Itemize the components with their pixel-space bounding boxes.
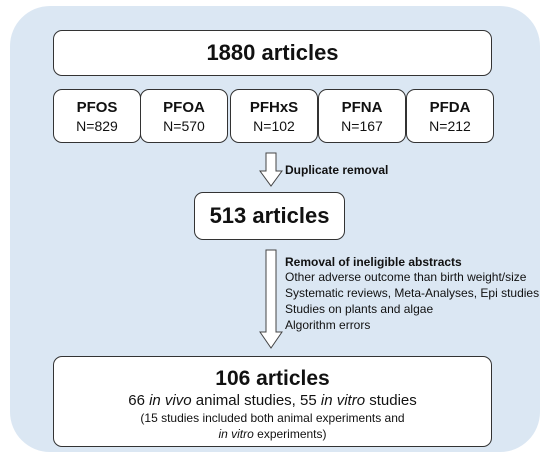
down-arrow-icon: [259, 152, 283, 187]
compound-name: PFHxS: [249, 99, 299, 116]
study-breakdown: 66 in vivo animal studies, 55 in vitro s…: [54, 391, 491, 410]
list-item: Studies on plants and algae: [285, 302, 434, 316]
compound-name: PFDA: [429, 99, 471, 116]
total-articles-label: 1880 articles: [206, 40, 339, 65]
duplicate-removal-label: Duplicate removal: [285, 163, 389, 177]
final-articles-label: 106 articles: [215, 367, 330, 390]
compound-box-pfda: PFDA N=212: [406, 89, 494, 143]
compound-count: N=570: [163, 118, 205, 134]
text-segment-italic: in vitro: [320, 392, 366, 409]
compound-name: PFOS: [76, 99, 118, 116]
ineligible-removal-label: Removal of ineligible abstracts: [285, 255, 462, 269]
list-item: Other adverse outcome than birth weight/…: [285, 270, 527, 284]
text-segment: experiments): [253, 427, 327, 441]
compound-box-pfoa: PFOA N=570: [140, 89, 228, 143]
list-item: Algorithm errors: [285, 318, 371, 332]
text-segment: animal studies, 55: [191, 392, 321, 409]
after-dedup-label: 513 articles: [209, 203, 330, 228]
compound-count: N=167: [341, 118, 383, 134]
compound-name: PFOA: [163, 99, 205, 116]
exclusion-criteria-list: Other adverse outcome than birth weight/…: [285, 269, 539, 333]
list-item: Systematic reviews, Meta-Analyses, Epi s…: [285, 286, 540, 300]
compound-box-pfhxs: PFHxS N=102: [230, 89, 318, 143]
compound-count: N=212: [429, 118, 471, 134]
compound-count: N=829: [76, 118, 118, 134]
text-segment: 66: [128, 392, 150, 409]
overlap-note-cont: in vitro experiments): [54, 426, 491, 442]
total-articles-box: 1880 articles: [53, 30, 492, 76]
compound-box-pfos: PFOS N=829: [53, 89, 141, 143]
text-segment-italic: in vitro: [218, 427, 254, 441]
text-segment: studies: [365, 392, 417, 409]
overlap-note: (15 studies included both animal experim…: [140, 411, 405, 425]
text-segment-italic: in vivo: [149, 392, 192, 409]
after-dedup-box: 513 articles: [194, 192, 345, 240]
compound-count: N=102: [253, 118, 295, 134]
down-arrow-icon: [259, 249, 283, 349]
compound-name: PFNA: [341, 99, 383, 116]
final-articles-box: 106 articles 66 in vivo animal studies, …: [53, 356, 492, 447]
compound-box-pfna: PFNA N=167: [318, 89, 406, 143]
